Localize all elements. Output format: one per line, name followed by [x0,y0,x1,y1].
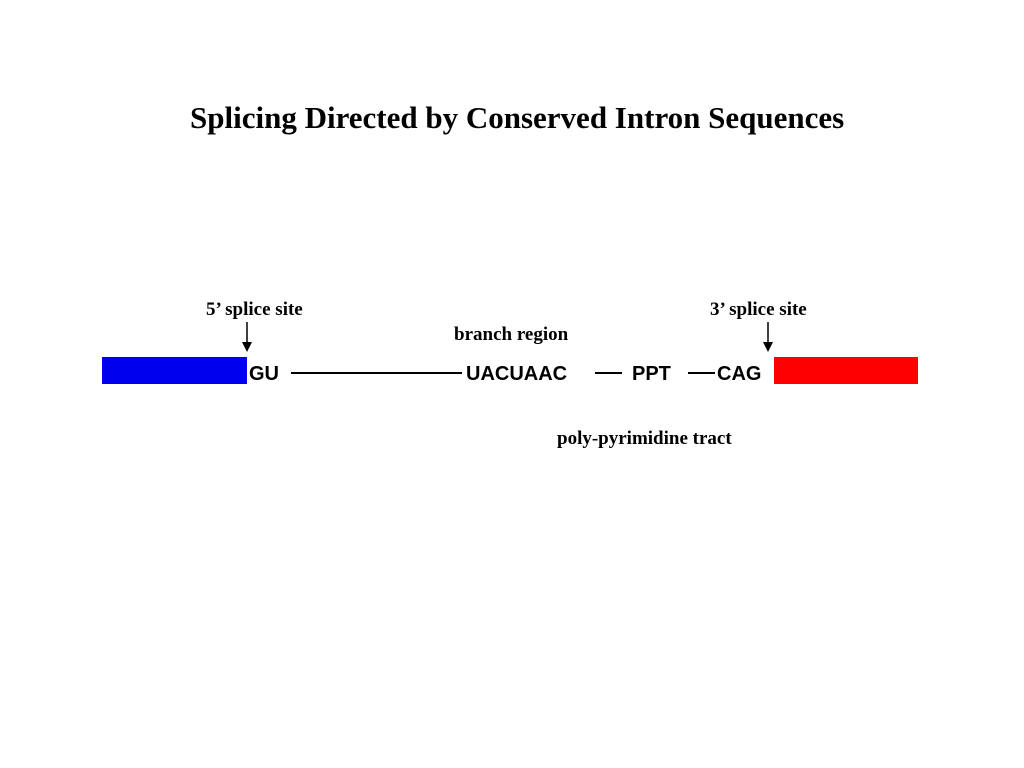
five-prime-splice-site-label: 5’ splice site [206,299,303,320]
poly-pyrimidine-tract-label: poly-pyrimidine tract [557,428,732,449]
downstream-exon-block [774,357,918,384]
branch-region-label: branch region [454,324,569,345]
page-title: Splicing Directed by Conserved Intron Se… [190,100,845,135]
cag-sequence: CAG [717,363,762,385]
intron-line-1 [291,372,462,374]
gu-sequence: GU [249,363,279,385]
intron-line-2 [595,372,622,374]
three-prime-splice-site-label: 3’ splice site [710,299,807,320]
upstream-exon-block [102,357,247,384]
five-prime-arrow-icon [242,322,252,352]
intron-line-3 [688,372,715,374]
three-prime-arrow-icon [763,322,773,352]
ppt-sequence: PPT [632,363,671,385]
branch-sequence: UACUAAC [466,363,568,385]
